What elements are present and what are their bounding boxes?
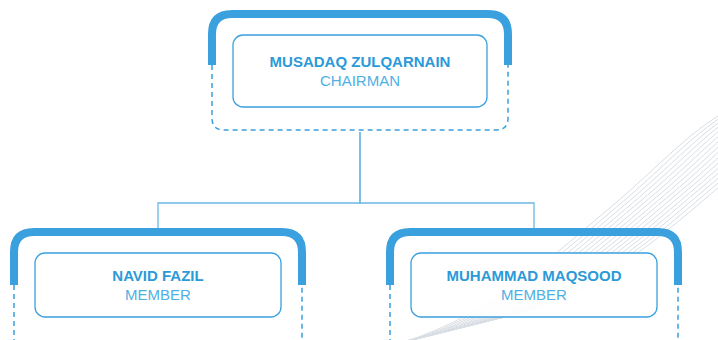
- role-title: MEMBER: [501, 285, 567, 304]
- chairman-box: MUSADAQ ZULQARNAINCHAIRMAN: [208, 10, 512, 132]
- person-name: MUSADAQ ZULQARNAIN: [270, 52, 451, 71]
- node-text-area: NAVID FAZILMEMBER: [35, 253, 281, 317]
- node-frame: [208, 10, 512, 132]
- inner-box: [233, 35, 487, 107]
- node-text-area: MUHAMMAD MAQSOODMEMBER: [411, 253, 657, 317]
- member-box: NAVID FAZILMEMBER: [10, 228, 306, 340]
- inner-box: [411, 253, 657, 317]
- node-text-area: MUSADAQ ZULQARNAINCHAIRMAN: [233, 35, 487, 107]
- connector-line: [158, 132, 360, 228]
- role-title: CHAIRMAN: [320, 71, 400, 90]
- person-name: NAVID FAZIL: [112, 266, 203, 285]
- role-title: MEMBER: [125, 285, 191, 304]
- member-box: MUHAMMAD MAQSOODMEMBER: [386, 228, 682, 340]
- inner-box: [35, 253, 281, 317]
- connector-line: [360, 132, 534, 228]
- wave-lines: [360, 74, 718, 340]
- person-name: MUHAMMAD MAQSOOD: [447, 266, 622, 285]
